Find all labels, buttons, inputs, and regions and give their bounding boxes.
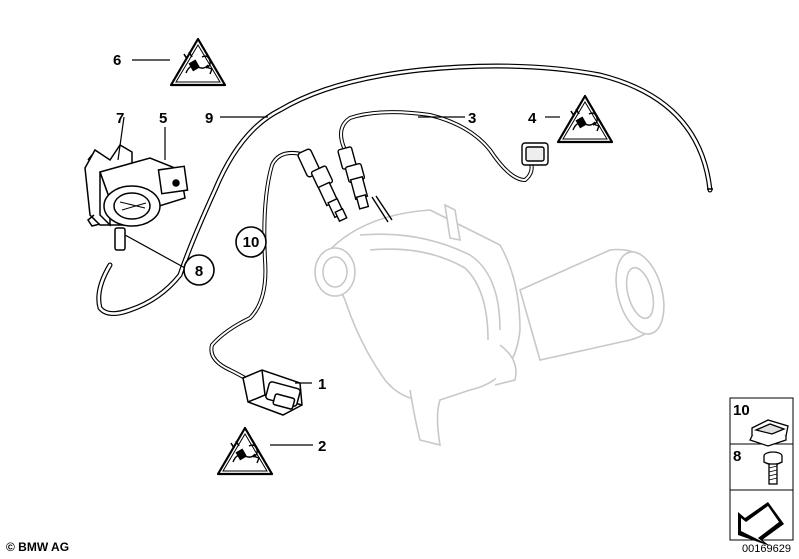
- connector-plug-1: [242, 369, 303, 416]
- callout-5: 5: [159, 110, 167, 127]
- callout-8: 8: [195, 263, 203, 280]
- callout-8-circle: 8: [183, 254, 215, 286]
- callout-7: 7: [116, 110, 124, 127]
- leader-lines: [117, 59, 560, 446]
- bracket-mount: [87, 154, 101, 227]
- bolt-part: [763, 451, 783, 485]
- callout-4: 4: [528, 110, 537, 127]
- warning-triangle-plug-icon: [169, 37, 227, 87]
- callout-10-circle: 10: [235, 226, 267, 258]
- callout-2: 2: [318, 438, 326, 455]
- document-id: 00169629: [742, 543, 791, 555]
- inset-label-10: 10: [733, 402, 750, 419]
- callout-6: 6: [113, 52, 121, 69]
- callout-9: 9: [205, 110, 213, 127]
- callout-1: 1: [318, 376, 326, 393]
- connector-plug-4: [521, 142, 549, 166]
- sensor-probe-front: [297, 148, 348, 223]
- oxygen-sensor-rear: [339, 110, 534, 183]
- callout-10: 10: [243, 234, 260, 251]
- warning-triangle-plug-icon: [556, 94, 614, 144]
- clip-part: [749, 419, 789, 447]
- callout-3: 3: [468, 110, 476, 127]
- control-unit: [84, 143, 189, 251]
- oxygen-sensor-front: [209, 151, 307, 380]
- catalytic-converter: [314, 203, 665, 447]
- warning-triangle-plug-icon: [216, 426, 274, 476]
- copyright-label: © BMW AG: [6, 540, 70, 554]
- arrow-icon: [738, 502, 784, 546]
- inset-label-8: 8: [733, 448, 741, 465]
- inset-parts-panel: 10 8: [729, 397, 794, 546]
